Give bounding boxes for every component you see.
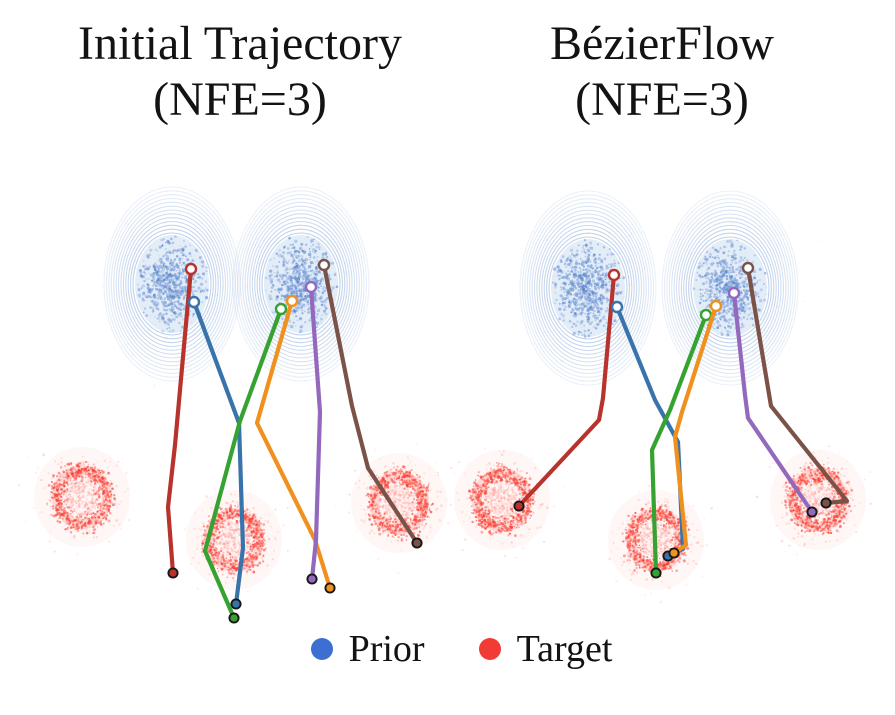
trajectory-path-green — [202, 306, 284, 621]
target-cluster — [17, 447, 130, 556]
trajectory-brown — [317, 258, 423, 549]
trajectory-path-purple — [308, 284, 323, 582]
target-dot-icon — [478, 638, 501, 660]
trajectory-red — [165, 262, 198, 579]
trajectory-end-marker — [411, 537, 423, 549]
trajectory-end-marker — [513, 500, 525, 512]
legend-label-target: Target — [516, 628, 613, 670]
trajectory-path-orange — [671, 303, 719, 556]
trajectory-start-marker — [727, 286, 741, 300]
trajectory-orange — [254, 294, 336, 594]
trajectory-start-marker — [741, 261, 755, 275]
trajectory-end-marker — [306, 573, 318, 585]
trajectory-end-marker — [820, 497, 832, 509]
trajectory-path-blue — [191, 299, 246, 607]
panel-title-initial-trajectory: Initial Trajectory (NFE=3) — [30, 16, 450, 127]
trajectory-path-orange — [254, 298, 333, 591]
trajectory-start-marker — [699, 308, 713, 322]
prior-cluster — [519, 190, 657, 386]
trajectory-start-marker — [709, 299, 723, 313]
trajectory-path-red — [165, 266, 194, 576]
trajectory-path-green — [649, 312, 709, 576]
panel-title-line2: (NFE=3) — [153, 72, 327, 126]
trajectory-path-brown — [745, 265, 850, 506]
trajectory-end-marker — [167, 567, 179, 579]
trajectory-purple — [727, 286, 818, 518]
trajectory-path-brown — [321, 262, 420, 546]
legend-item-target: Target — [478, 628, 613, 670]
trajectory-start-marker — [607, 268, 621, 282]
target-cluster — [608, 482, 714, 604]
legend-label-prior: Prior — [348, 628, 425, 670]
trajectory-end-marker — [228, 612, 240, 624]
prior-cluster — [232, 186, 370, 382]
prior-dot-icon — [310, 638, 333, 660]
trajectory-path-red — [516, 272, 617, 509]
trajectory-start-marker — [317, 258, 331, 272]
prior-cluster — [101, 186, 241, 387]
panel-title-line1: BézierFlow — [550, 17, 774, 70]
trajectory-start-marker — [610, 300, 624, 314]
target-cluster — [177, 470, 289, 601]
trajectory-start-marker — [184, 262, 198, 276]
trajectory-end-marker — [230, 598, 242, 610]
target-cluster — [446, 447, 564, 560]
trajectory-end-marker — [668, 547, 680, 559]
panel-title-bezierflow: BézierFlow (NFE=3) — [462, 16, 862, 127]
trajectory-green — [202, 302, 288, 624]
trajectory-start-marker — [274, 302, 288, 316]
trajectory-blue — [187, 295, 246, 610]
legend: Prior Target — [14, 630, 895, 668]
trajectory-start-marker — [304, 280, 318, 294]
trajectory-green — [649, 308, 713, 579]
trajectory-purple — [304, 280, 323, 585]
legend-item-prior: Prior — [310, 628, 425, 670]
panel-title-line2: (NFE=3) — [575, 72, 749, 126]
trajectory-red — [513, 268, 621, 512]
trajectory-start-marker — [285, 294, 299, 308]
trajectory-orange — [668, 299, 723, 559]
trajectory-end-marker — [650, 567, 662, 579]
trajectory-path-purple — [731, 290, 815, 515]
trajectory-end-marker — [806, 506, 818, 518]
trajectory-brown — [741, 261, 850, 509]
trajectory-end-marker — [324, 582, 336, 594]
trajectory-start-marker — [187, 295, 201, 309]
panel-title-line1: Initial Trajectory — [78, 17, 402, 70]
